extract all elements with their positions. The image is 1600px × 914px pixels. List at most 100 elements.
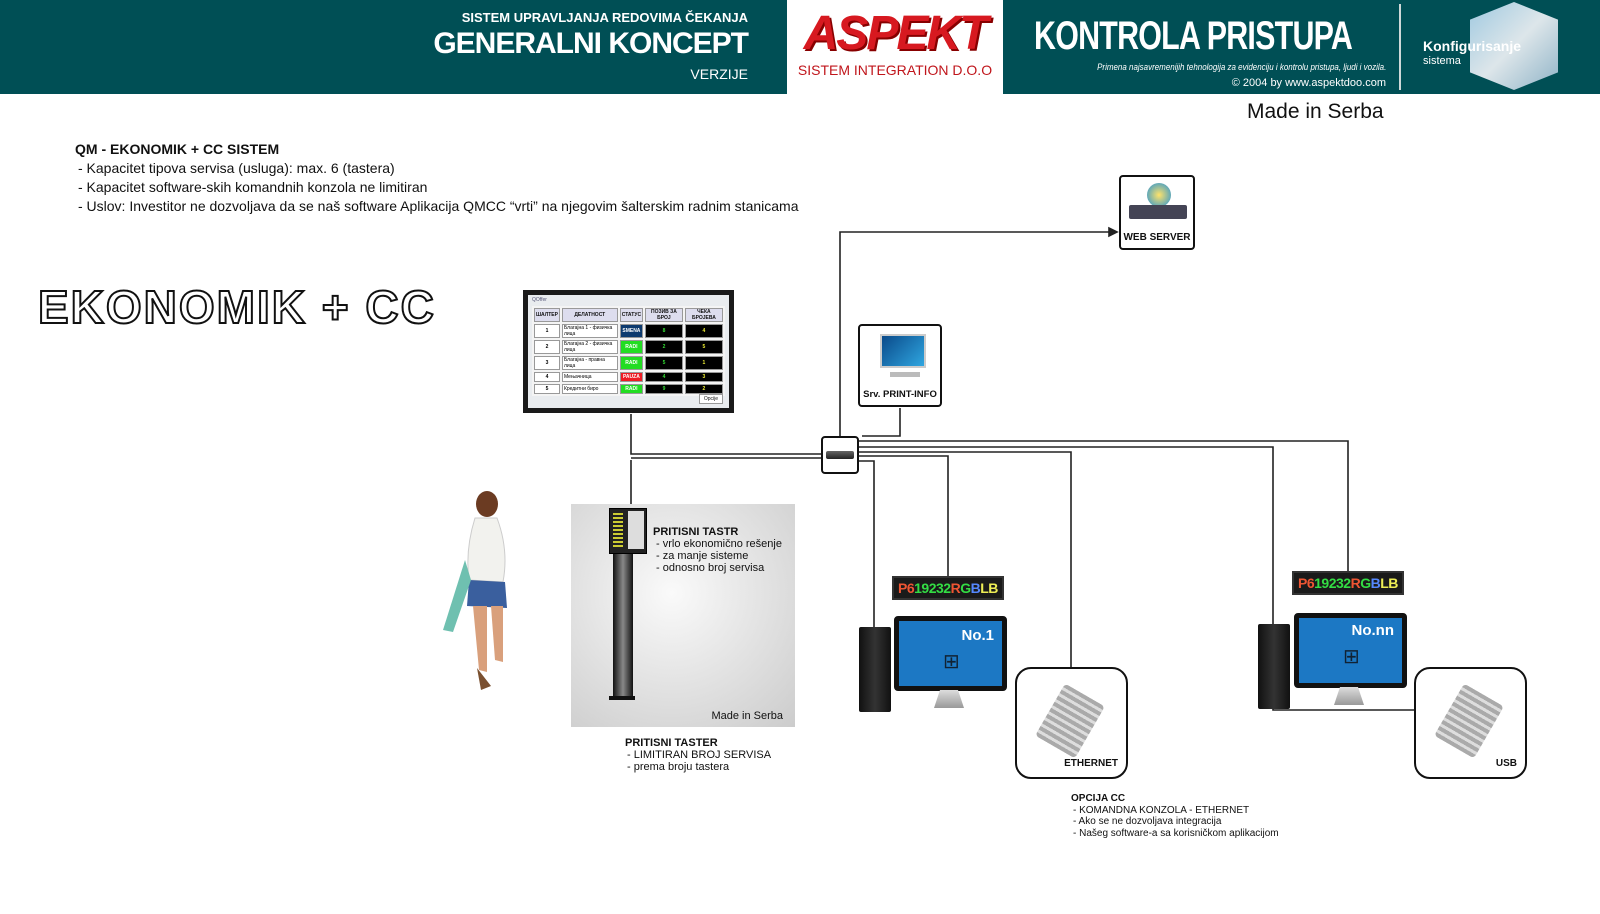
cell-n: 1 [534, 324, 560, 338]
web-server-node[interactable]: WEB SERVER [1119, 175, 1195, 250]
monitor-stand [934, 690, 964, 708]
cell-n: 5 [534, 384, 560, 394]
cell-call: 9 [645, 384, 683, 394]
intro-block: QM - EKONOMIK + CC SISTEM - Kapacitet ti… [75, 140, 799, 216]
copyright: © 2004 by www.aspektdoo.com [1231, 77, 1386, 89]
switch-icon [826, 451, 854, 459]
cell-status: RADI [619, 384, 644, 394]
console-usb[interactable]: USB [1414, 667, 1527, 779]
pc-tower-icon [1258, 624, 1290, 709]
cell-n: 4 [534, 372, 560, 382]
option-cc-title: OPCIJA CC [1071, 793, 1126, 804]
kiosk-pole [613, 510, 633, 700]
arrow-head [1108, 226, 1119, 238]
intro-line: - Kapacitet tipova servisa (usluga): max… [78, 160, 395, 176]
computer-icon [880, 334, 926, 368]
keyboard-icon [890, 372, 920, 377]
customer-person-icon [443, 491, 507, 690]
pc-tower-icon [859, 627, 891, 712]
console-label: USB [1495, 758, 1517, 769]
cell-call: 8 [645, 324, 683, 338]
cell-call: 2 [645, 340, 683, 354]
print-info-node[interactable]: Srv. PRINT-INFO [858, 324, 942, 407]
led-text-segment: P6 [898, 580, 915, 596]
kiosk-base [609, 696, 635, 700]
line-web-server [839, 231, 1112, 436]
cell-status: PAUZA [619, 372, 644, 382]
workstation-monitor: No.nn ⊞ [1294, 613, 1407, 688]
intro-line: - Uslov: Investitor ne dozvoljava da se … [78, 198, 799, 214]
station-label: No.1 [961, 627, 994, 644]
cell-wait: 5 [684, 340, 723, 354]
table-header: ЧЕКА БРОЈЕВА [684, 308, 723, 322]
kiosk-line: - vrlo ekonomično rešenje [656, 538, 782, 550]
cell-name: Мењачница [561, 372, 618, 382]
table-header: СТАТУС [619, 308, 644, 322]
taster-title: PRITISNI TASTER [625, 737, 718, 749]
cell-name: Благајна 1 - физичка лица [561, 324, 618, 338]
cell-call: 4 [645, 372, 683, 382]
kiosk-panel: PRITISNI TASTR - vrlo ekonomično rešenje… [571, 504, 795, 727]
windows-logo-icon: ⊞ [943, 651, 960, 673]
option-cc-line: - KOMANDNA KONZOLA - ETHERNET [1073, 804, 1250, 816]
led-text-segment: LB [980, 580, 998, 596]
keypad-icon [1434, 683, 1504, 759]
led-text-segment: 19232 [1314, 575, 1351, 591]
network-switch [821, 436, 859, 474]
monitor-stand [1334, 687, 1364, 705]
option-cc-notes: OPCIJA CC - KOMANDNA KONZOLA - ETHERNET … [1071, 793, 1279, 839]
led-text-segment: 19232 [914, 580, 951, 596]
cell-name: Благајна 2 - физичка лица [561, 340, 618, 354]
intro-title: QM - EKONOMIK + CC SISTEM [75, 141, 280, 157]
console-ethernet[interactable]: ETHERNET [1015, 667, 1128, 779]
kiosk-label-icon [613, 513, 623, 547]
options-button[interactable]: Opcije [698, 394, 723, 404]
cell-wait: 1 [684, 356, 723, 370]
web-server-label: WEB SERVER [1123, 232, 1191, 243]
option-cc-line: - Ako se ne dozvoljava integracija [1073, 816, 1222, 827]
intro-line: - Kapacitet software-skih komandnih konz… [78, 179, 428, 195]
led-display: P619232RGBLB [892, 576, 1004, 600]
cell-wait: 4 [684, 324, 723, 338]
kiosk-button-panel [609, 508, 647, 554]
kiosk-line: - za manje sisteme [656, 550, 749, 562]
tagline: Primena najsavremenijih tehnologija za e… [1096, 62, 1386, 73]
cell-wait: 3 [684, 372, 723, 382]
taster-line: - prema broju tastera [627, 761, 730, 773]
workstation-monitor: No.1 ⊞ [894, 616, 1007, 691]
header-subtitle: SISTEM UPRAVLJANJA REDOVIMA ČEKANJA [461, 10, 748, 25]
led-text-segment: R [950, 580, 961, 596]
console-label: ETHERNET [1064, 758, 1118, 769]
led-display: P619232RGBLB [1292, 571, 1404, 595]
led-text-segment: G [960, 580, 971, 596]
cell-n: 2 [534, 340, 560, 354]
product-title: KONTROLA PRISTUPA [1034, 14, 1353, 58]
led-text-segment: B [970, 580, 981, 596]
app-window-title: QOffer [532, 297, 547, 303]
cell-n: 3 [534, 356, 560, 370]
table-header: ШАЛТЕР [534, 308, 560, 322]
cell-status: RADI [619, 356, 644, 370]
kiosk-made-in: Made in Serba [711, 710, 783, 722]
station-label: No.nn [1351, 622, 1395, 639]
big-title: EKONOMIK + CC [37, 280, 436, 334]
globe-icon [1147, 183, 1171, 207]
config-subtitle: sistema [1423, 55, 1461, 67]
option-cc-line: - Našeg software-a sa korisničkom aplika… [1073, 827, 1279, 839]
cell-name: Кредитни биро [561, 384, 618, 394]
led-text-segment: LB [1380, 575, 1398, 591]
cell-call: 5 [645, 356, 683, 370]
windows-logo-icon: ⊞ [1343, 646, 1360, 668]
led-text-segment: G [1360, 575, 1371, 591]
kiosk-line: - odnosno broj servisa [656, 562, 765, 574]
cell-status: SMENA [619, 324, 644, 338]
table-header: ДЕЛАТНОСТ [561, 308, 618, 322]
made-in-label: Made in Serba [1247, 100, 1384, 123]
